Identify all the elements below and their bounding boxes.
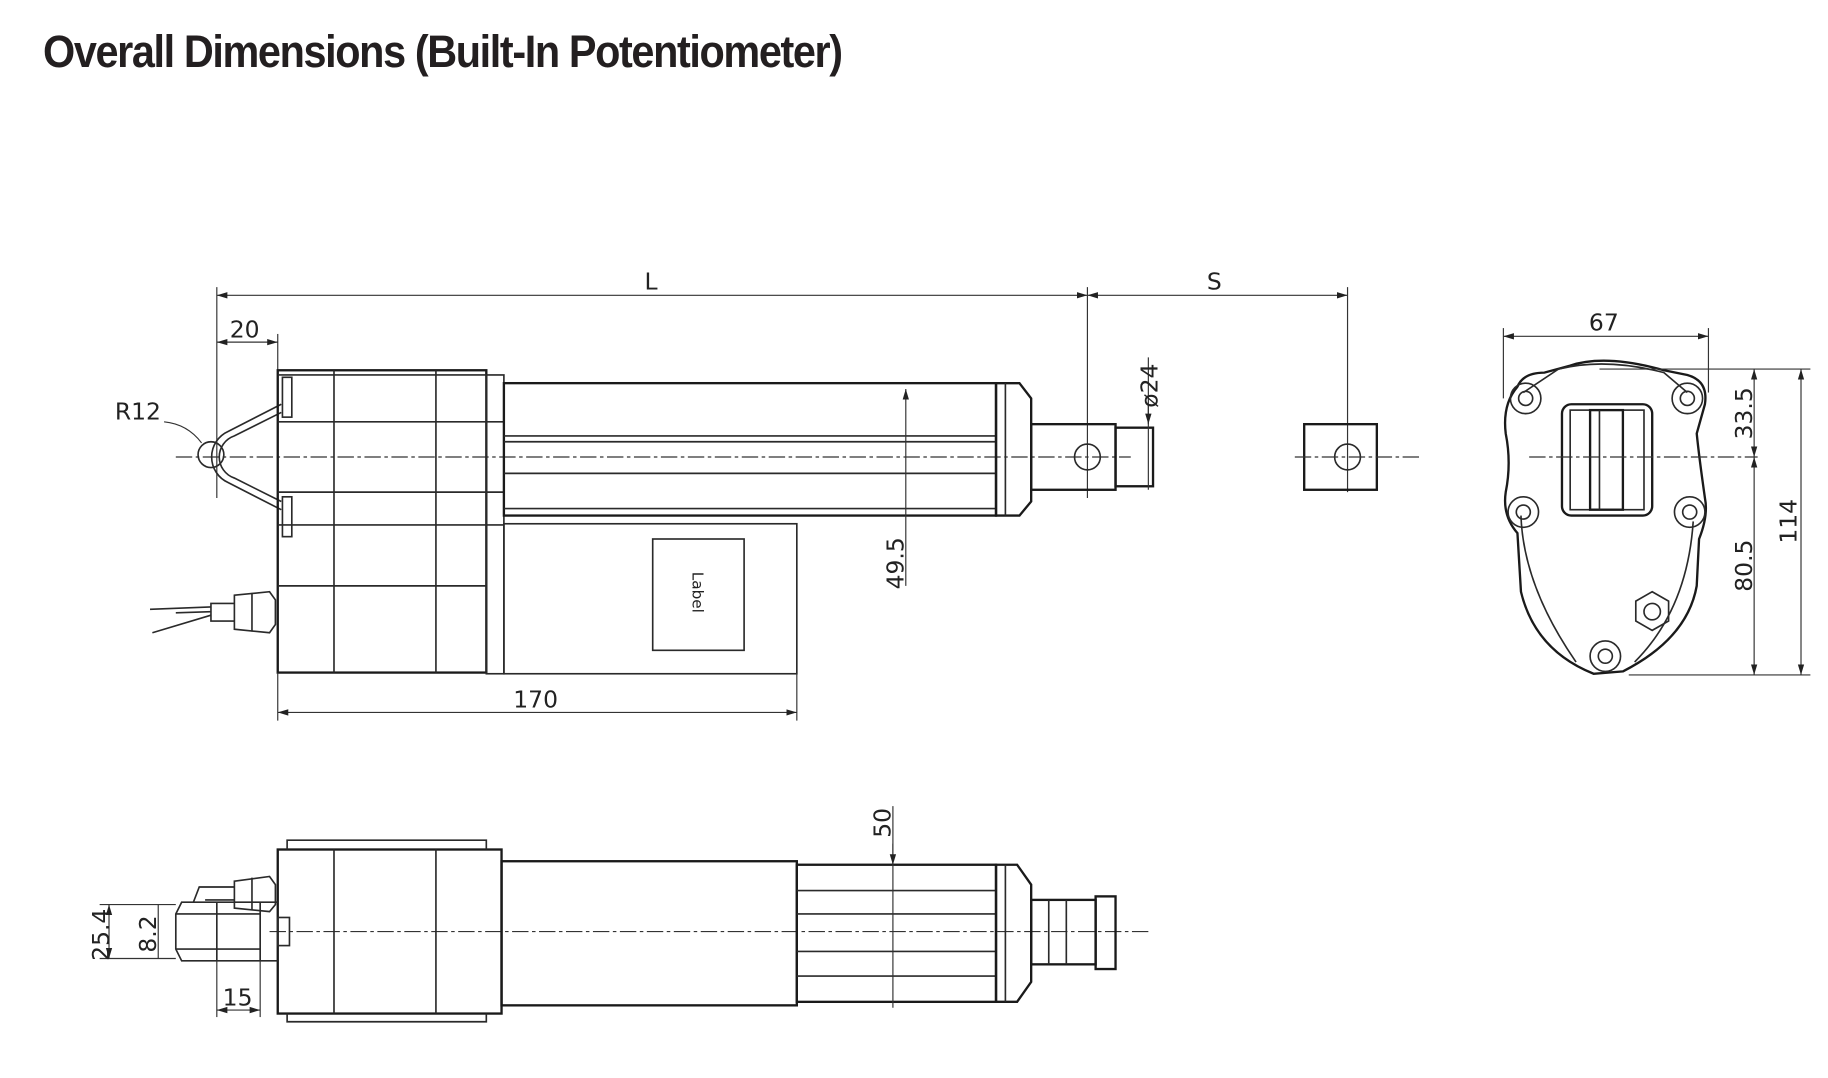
mount-holes xyxy=(1507,382,1706,673)
clevis-radius-label: R12 xyxy=(115,397,161,425)
page-title: Overall Dimensions (Built-In Potentiomet… xyxy=(43,26,843,77)
clevis-width-label: 25.4 xyxy=(87,909,115,961)
height-offset-label: 49.5 xyxy=(881,537,909,589)
tube-width-label: 50 xyxy=(869,808,897,838)
end-view: 67 33.5 80.5 114 xyxy=(1502,308,1811,676)
upper-height-label: 33.5 xyxy=(1730,387,1758,439)
motor-length-label: 170 xyxy=(513,686,558,714)
label-box xyxy=(651,538,745,652)
total-height-label: 114 xyxy=(1774,499,1802,544)
slot-width-label: 8.2 xyxy=(134,915,162,952)
clevis-depth-label: 15 xyxy=(223,983,253,1011)
clevis-offset-label: 20 xyxy=(230,315,260,343)
lower-height-label: 80.5 xyxy=(1730,540,1758,592)
side-view: 50 25.4 8.2 15 xyxy=(87,806,1151,1023)
label-box-text: Label xyxy=(689,572,707,613)
width-label: 67 xyxy=(1589,308,1619,336)
length-label: L xyxy=(645,267,658,295)
stroke-label: S xyxy=(1207,267,1222,295)
top-view: L S 20 R12 xyxy=(115,267,1421,721)
rod-diameter-label: ø24 xyxy=(1136,364,1164,408)
